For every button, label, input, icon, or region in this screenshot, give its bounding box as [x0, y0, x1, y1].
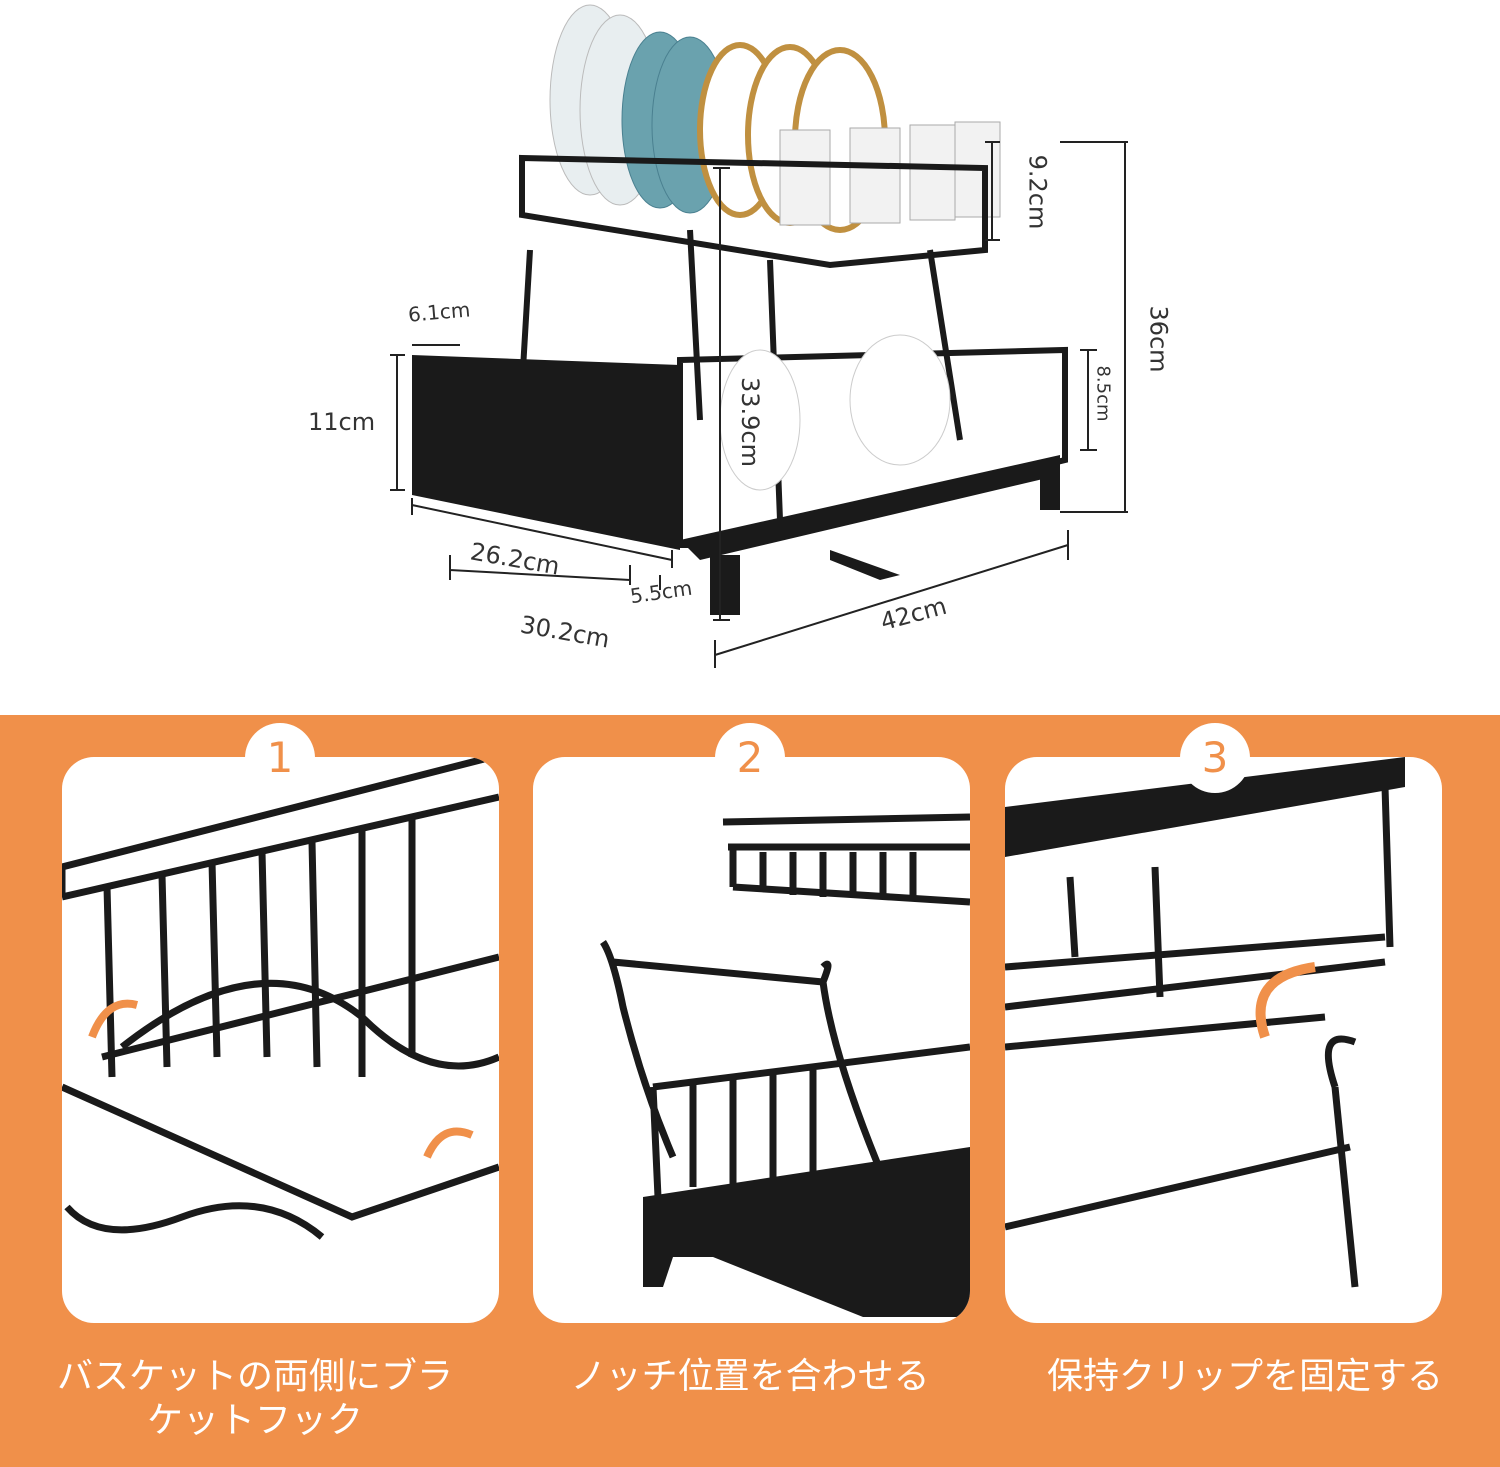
step-3-caption: 保持クリップを固定する — [1046, 1356, 1443, 1397]
arrow-icon — [1255, 962, 1316, 1039]
arrow-icon — [423, 1127, 474, 1159]
product-dimension-section: 9.2cm 36cm 8.5cm 33.9cm 6.1cm 11cm 26.2c… — [0, 0, 1500, 715]
step-1-number: 1 — [245, 723, 315, 793]
dish-rack-illustration — [390, 4, 1128, 668]
arrow-icon — [88, 999, 139, 1039]
step-3-panel — [1005, 757, 1442, 1323]
step-2-number: 2 — [715, 723, 785, 793]
dimension-inner-height: 33.9cm — [736, 376, 765, 468]
step-2-caption: ノッチ位置を合わせる — [570, 1356, 930, 1397]
step-1-panel — [62, 757, 499, 1323]
dimension-utensil-height: 11cm — [308, 408, 376, 436]
dimension-lower-basket-height: 8.5cm — [1092, 365, 1114, 422]
bracket-hook-illustration — [62, 757, 499, 1240]
dimension-total-height: 36cm — [1144, 305, 1173, 373]
dimension-upper-basket-height: 9.2cm — [1023, 154, 1052, 230]
step-2-panel — [533, 757, 970, 1323]
retaining-clip-illustration — [1005, 757, 1405, 1288]
step-1-caption: バスケットの両側にブラケットフック — [56, 1356, 453, 1441]
notch-alignment-illustration — [600, 813, 970, 1317]
step-3-number: 3 — [1180, 723, 1250, 793]
installation-steps-section: 1 2 3 バスケットの両側にブラケットフック ノッチ位置を合わせる 保持クリッ… — [0, 715, 1500, 1467]
